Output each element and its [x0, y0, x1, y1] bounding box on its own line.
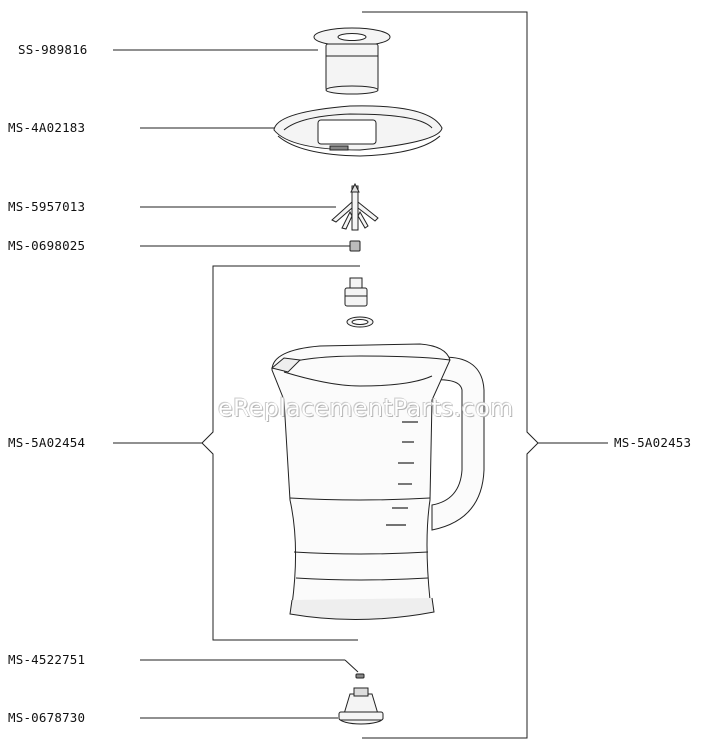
- watermark: eReplacementParts.com: [218, 394, 514, 422]
- part-label-p3: MS-5957013: [8, 199, 86, 214]
- part-cap: [313, 27, 391, 95]
- part-drive-base: [338, 687, 384, 725]
- part-washer: [355, 673, 365, 679]
- part-coupler: [344, 277, 374, 328]
- part-label-p2: MS-4A02183: [8, 120, 86, 135]
- part-jug: [270, 343, 485, 621]
- part-label-p6: MS-4522751: [8, 652, 86, 667]
- part-nut: [349, 240, 361, 252]
- part-label-p7: MS-0678730: [8, 710, 86, 725]
- part-lid: [273, 105, 443, 157]
- part-label-p4: MS-0698025: [8, 238, 86, 253]
- leader-line-p6-tip: [344, 659, 359, 673]
- part-label-p5: MS-5A02454: [8, 435, 86, 450]
- part-label-p1: SS-989816: [18, 42, 88, 57]
- part-label-p8: MS-5A02453: [614, 435, 692, 450]
- part-blade: [331, 182, 379, 231]
